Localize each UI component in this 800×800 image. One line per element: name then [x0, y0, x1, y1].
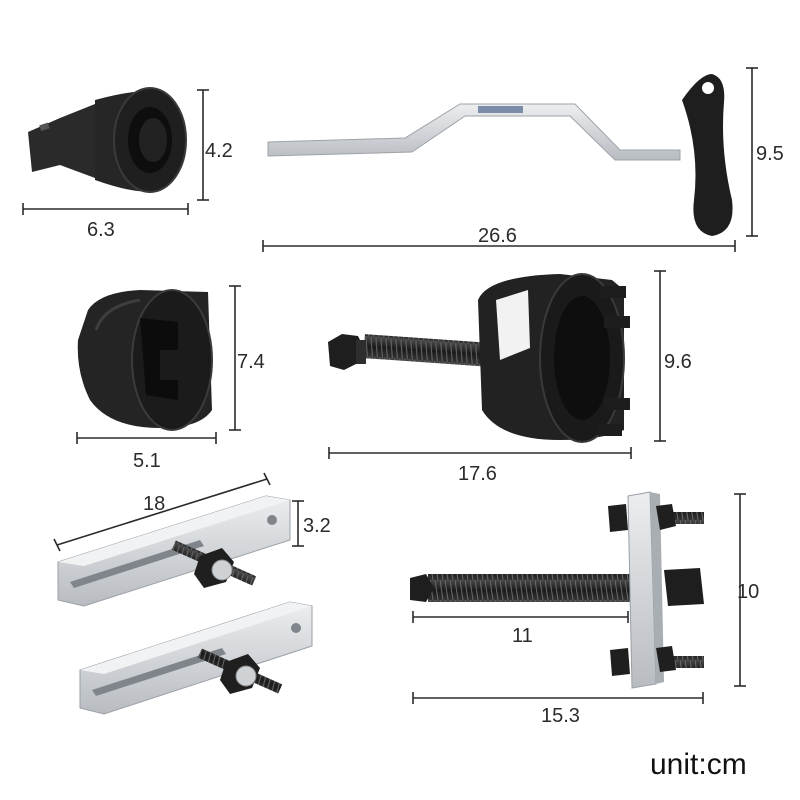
slotted-socket-dimensions: 7.4 5.1	[76, 285, 265, 472]
dim-label-bars-height: 3.2	[303, 515, 331, 537]
dim-label-small-socket-height: 4.2	[205, 140, 233, 162]
bolt-bracket-puller-dimensions: 10 11 15.3	[412, 493, 759, 727]
dim-label-lever-length: 26.6	[478, 225, 517, 247]
dim-label-lever-height: 9.5	[756, 143, 784, 165]
dim-label-small-socket-width: 6.3	[87, 219, 115, 241]
bolt-bracket-puller-image	[410, 491, 704, 689]
puller-cup-dimensions: 9.6 17.6	[328, 270, 692, 485]
dim-label-puller-cup-height: 9.6	[664, 351, 692, 373]
dim-label-bars-length: 18	[143, 493, 165, 515]
dim-label-puller-height: 10	[737, 581, 759, 603]
dim-label-slotted-socket-width: 5.1	[133, 450, 161, 472]
small-socket-image	[28, 87, 187, 193]
dim-label-puller-bolt-length: 11	[512, 625, 533, 647]
puller-cup-image	[328, 273, 630, 443]
crank-lever-dimensions: 9.5 26.6	[262, 67, 784, 252]
slotted-socket-image	[77, 289, 213, 431]
crank-lever-image	[267, 74, 733, 236]
dim-label-slotted-socket-height: 7.4	[237, 351, 265, 373]
slotted-bars-dimensions: 18 3.2	[53, 472, 331, 552]
unit-label: unit:cm	[650, 748, 747, 781]
dim-label-puller-overall-length: 15.3	[541, 705, 580, 727]
slotted-bars-image	[57, 495, 313, 715]
small-socket-dimensions: 4.2 6.3	[22, 89, 233, 241]
dim-label-puller-cup-length: 17.6	[458, 463, 497, 485]
